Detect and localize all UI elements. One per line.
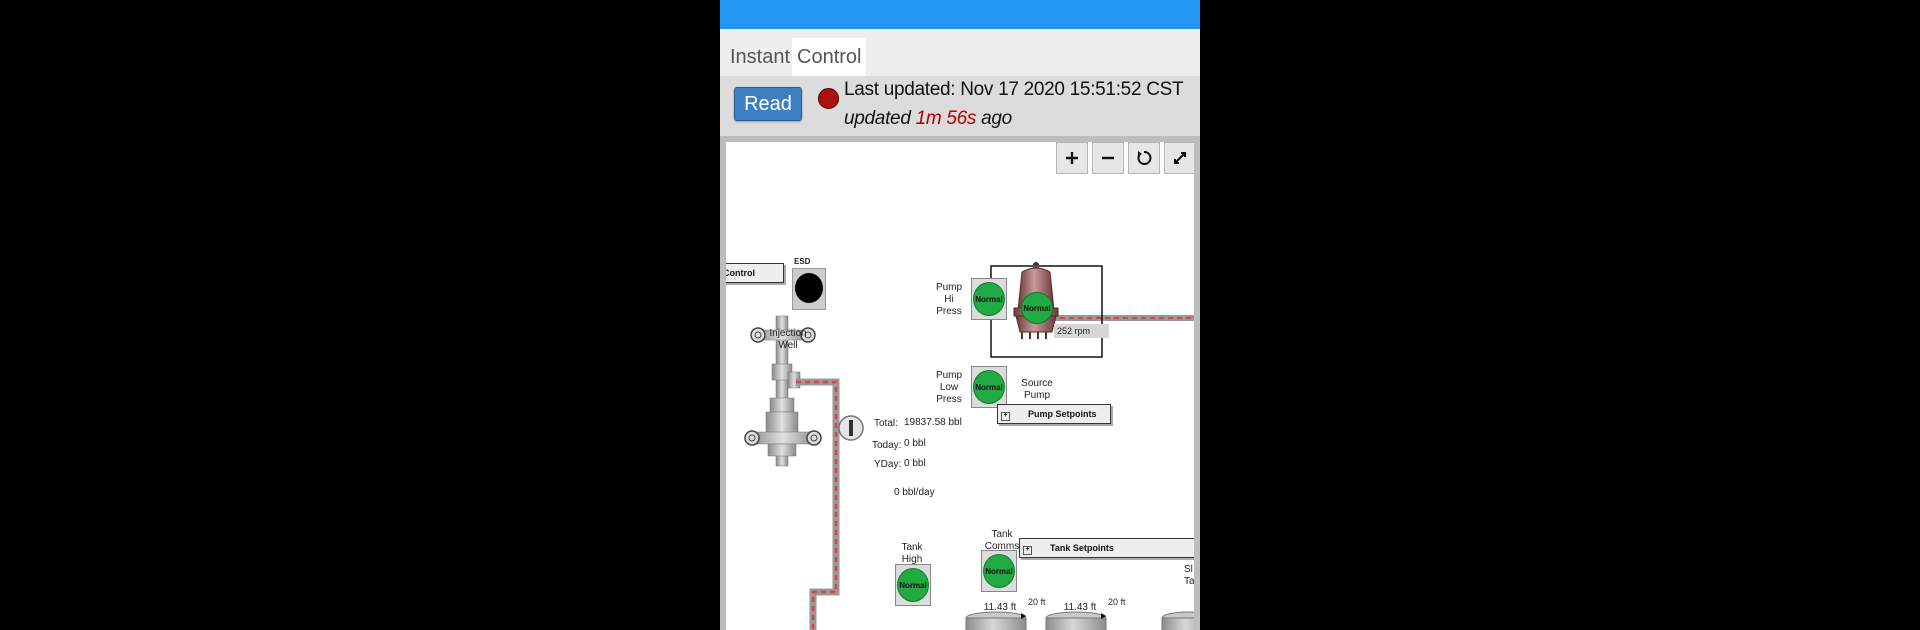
pump-setpoints-label: Pump Setpoints [1028, 409, 1097, 419]
zoom-out-icon [1102, 156, 1114, 160]
updated-ago-text: updated 1m 56s ago [844, 108, 1012, 130]
pump-low-press-alarm[interactable]: Normal [971, 366, 1007, 408]
tank2-height: 20 ft [1108, 597, 1126, 607]
diagram-graphics [744, 262, 1194, 630]
last-updated-text: Last updated: Nov 17 2020 15:51:52 CST [844, 79, 1184, 100]
reset-icon [1137, 151, 1152, 165]
tank-comms-label: Tank Comms [984, 529, 1020, 552]
tab-control[interactable]: Control [792, 38, 867, 76]
reset-view-button[interactable] [1128, 142, 1160, 174]
status-indicator-icon [818, 88, 839, 109]
tank-high-alarm[interactable]: Normal [895, 564, 931, 606]
total-label: Total: [874, 418, 898, 429]
tank-comms-alarm[interactable]: Normal [981, 550, 1017, 592]
injection-well-label: Injection Well [769, 328, 807, 351]
storage-tank-icon [965, 611, 1027, 630]
total-value: 19837.58 bbl [904, 417, 962, 428]
yday-label: YDay: [874, 459, 902, 470]
slop-tank-icon [1161, 611, 1194, 630]
flow-rate-value: 0 bbl/day [894, 487, 935, 498]
updated-suffix: ago [981, 108, 1012, 129]
pump-low-press-label: Pump Low Press [935, 370, 963, 405]
pump-hi-press-label: Pump Hi Press [935, 282, 963, 317]
status-bar: Read Last updated: Nov 17 2020 15:51:52 … [720, 76, 1200, 136]
storage-tank-icon [1045, 611, 1107, 630]
today-label: Today: [872, 440, 902, 451]
tank-high-status: Normal [897, 568, 929, 602]
zoom-in-icon [1066, 152, 1078, 164]
fullscreen-icon [1174, 152, 1186, 164]
pump-hi-press-status: Normal [973, 282, 1005, 316]
pump-setpoints-button[interactable]: + Pump Setpoints [997, 404, 1111, 424]
source-pump-label: Source Pump [1021, 378, 1053, 401]
yday-value: 0 bbl [904, 458, 926, 469]
zoom-out-button[interactable] [1092, 142, 1124, 174]
injection-well-icon [744, 315, 822, 467]
tank1-level: 11.43 ft [983, 602, 1017, 613]
pump-low-press-status: Normal [973, 370, 1005, 404]
app-top-bar [720, 0, 1200, 29]
zoom-in-button[interactable] [1056, 142, 1088, 174]
tank-level-marker [1021, 613, 1026, 619]
tank-level-marker [1101, 613, 1106, 619]
read-button[interactable]: Read [734, 87, 802, 121]
control-button[interactable]: Control [726, 263, 784, 283]
expand-icon: + [1001, 412, 1010, 421]
injection-flow-line [796, 378, 840, 630]
esd-label: ESD [794, 257, 811, 266]
flow-meter-icon [838, 415, 864, 441]
tank-setpoints-button[interactable]: + Tank Setpoints [1019, 538, 1194, 558]
updated-age: 1m 56s [915, 108, 977, 129]
source-pump-status[interactable]: Normal [1021, 292, 1053, 324]
expand-icon: + [1023, 546, 1032, 555]
tab-instant[interactable]: Instant [730, 46, 791, 68]
updated-prefix: updated [844, 108, 911, 129]
today-value: 0 bbl [904, 438, 926, 449]
pump-hi-press-alarm[interactable]: Normal [971, 278, 1007, 320]
tank-setpoints-label: Tank Setpoints [1050, 543, 1114, 553]
esd-indicator-icon [795, 273, 823, 303]
process-diagram[interactable]: Control ESD Injection Well Total: 19837.… [726, 142, 1194, 630]
fullscreen-button[interactable] [1164, 142, 1194, 174]
tank1-height: 20 ft [1028, 597, 1046, 607]
diagram-canvas: Control ESD Injection Well Total: 19837.… [720, 136, 1200, 630]
app-screen: Instant Control Read Last updated: Nov 1… [720, 0, 1200, 630]
esd-button[interactable] [792, 268, 826, 310]
tab-bar: Instant Control [720, 29, 1200, 76]
slop-tank-label: Sl Ta [1184, 564, 1194, 587]
tank2-level: 11.43 ft [1063, 602, 1097, 613]
tank-comms-status: Normal [983, 554, 1015, 588]
pump-rpm-value: 252 rpm [1054, 324, 1109, 338]
tank-high-label: Tank High [901, 542, 923, 565]
